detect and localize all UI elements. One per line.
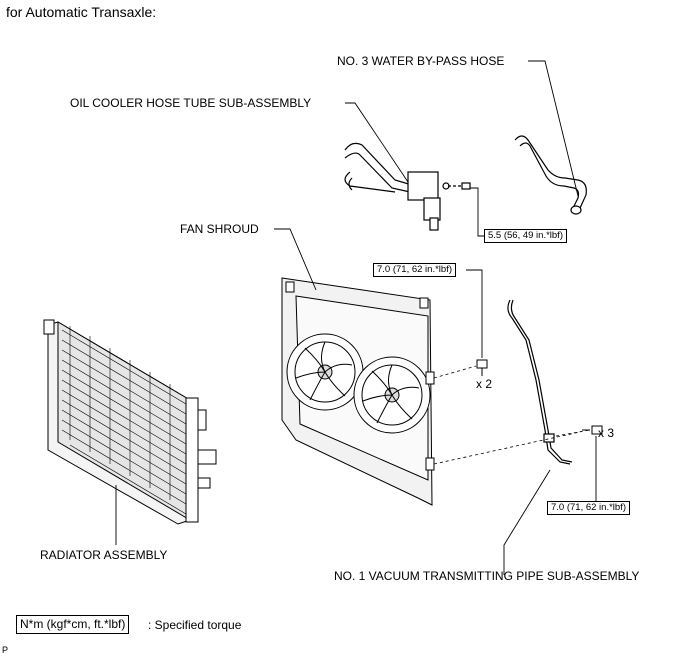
- torque-spec-vacuum-pipe: 7.0 (71, 62 in.*lbf): [547, 501, 630, 515]
- label-fan-shroud: FAN SHROUD: [180, 222, 259, 236]
- label-oil-cooler-tube: OIL COOLER HOSE TUBE SUB-ASSEMBLY: [70, 96, 312, 110]
- label-radiator-assembly: RADIATOR ASSEMBLY: [40, 548, 168, 562]
- label-vacuum-pipe: NO. 1 VACUUM TRANSMITTING PIPE SUB-ASSEM…: [334, 569, 640, 583]
- vacuum-pipe-drawing: [507, 299, 573, 465]
- footer-mark: P: [2, 645, 9, 655]
- legend-unit-box: N*m (kgf*cm, ft.*lbf): [16, 615, 130, 634]
- torque-spec-oil-cooler: 5.5 (56, 49 in.*lbf): [484, 229, 567, 243]
- oil-cooler-tube-drawing: [344, 142, 471, 231]
- fan-shroud-drawing: [281, 277, 435, 506]
- legend-description: : Specified torque: [148, 618, 242, 632]
- quantity-pipe-bolts: x 3: [598, 426, 615, 440]
- radiator-assembly-drawing: [43, 319, 217, 525]
- water-bypass-hose-drawing: [514, 135, 587, 215]
- bolts: [476, 359, 603, 435]
- torque-spec-fan-shroud: 7.0 (71, 62 in.*lbf): [373, 263, 456, 277]
- quantity-shroud-bolts: x 2: [476, 377, 493, 391]
- page-heading: for Automatic Transaxle:: [6, 4, 157, 20]
- label-water-bypass-hose: NO. 3 WATER BY-PASS HOSE: [337, 54, 505, 68]
